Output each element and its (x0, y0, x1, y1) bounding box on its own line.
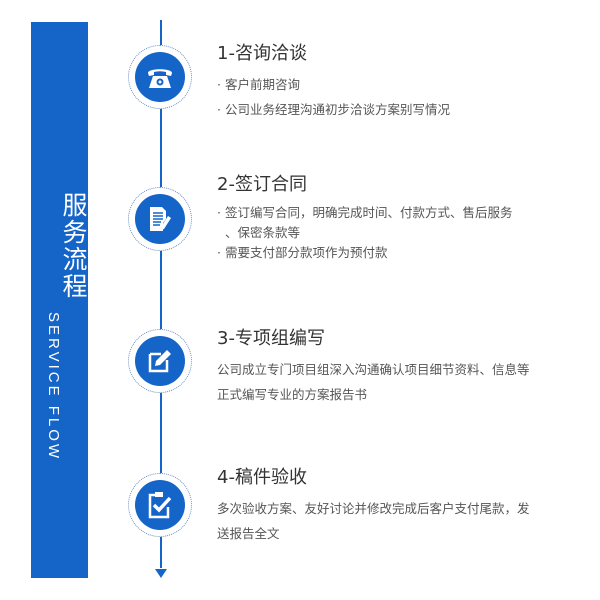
step-4: 4-稿件验收 多次验收方案、友好讨论并修改完成后客户支付尾款，发 送报告全文 (217, 466, 587, 546)
step-text: · 客户前期咨询 (217, 77, 300, 92)
step-text: 公司成立专门项目组深入沟通确认项目细节资料、信息等 (217, 362, 530, 377)
step-title: 2-签订合同 (217, 174, 307, 195)
step-text: 送报告全文 (217, 526, 280, 541)
sidebar-banner: 服务流程 SERVICE FLOW (31, 22, 88, 578)
step-text: · 需要支付部分款项作为预付款 (217, 245, 388, 260)
step-title: 3-专项组编写 (217, 328, 325, 349)
step-text: · 公司业务经理沟通初步洽谈方案别写情况 (217, 102, 450, 117)
arrow-down-icon (155, 569, 167, 578)
sidebar-title-en: SERVICE FLOW (45, 312, 62, 462)
clipboard-check-icon (148, 492, 172, 519)
step-text: 、保密条款等 (217, 225, 300, 240)
telephone-icon (148, 69, 172, 88)
step-title: 4-稿件验收 (217, 467, 307, 488)
edit-icon (148, 350, 171, 373)
timeline-line (160, 20, 162, 568)
sidebar-title-cn: 服务流程 (59, 192, 88, 300)
step-3: 3-专项组编写 公司成立专门项目组深入沟通确认项目细节资料、信息等 正式编写专业… (217, 327, 587, 407)
step-2-node (128, 187, 192, 251)
step-text: · 签订编写合同，明确完成时间、付款方式、售后服务 (217, 205, 513, 220)
step-text: 正式编写专业的方案报告书 (217, 387, 368, 402)
step-2: 2-签订合同 · 签订编写合同，明确完成时间、付款方式、售后服务 、保密条款等 … (217, 173, 587, 263)
step-3-node (128, 329, 192, 393)
step-title: 1-咨询洽谈 (217, 43, 307, 64)
step-text: 多次验收方案、友好讨论并修改完成后客户支付尾款，发 (217, 501, 530, 516)
document-sign-icon (150, 207, 171, 231)
step-4-node (128, 473, 192, 537)
step-1-node (128, 45, 192, 109)
step-1: 1-咨询洽谈 · 客户前期咨询 · 公司业务经理沟通初步洽谈方案别写情况 (217, 42, 587, 122)
